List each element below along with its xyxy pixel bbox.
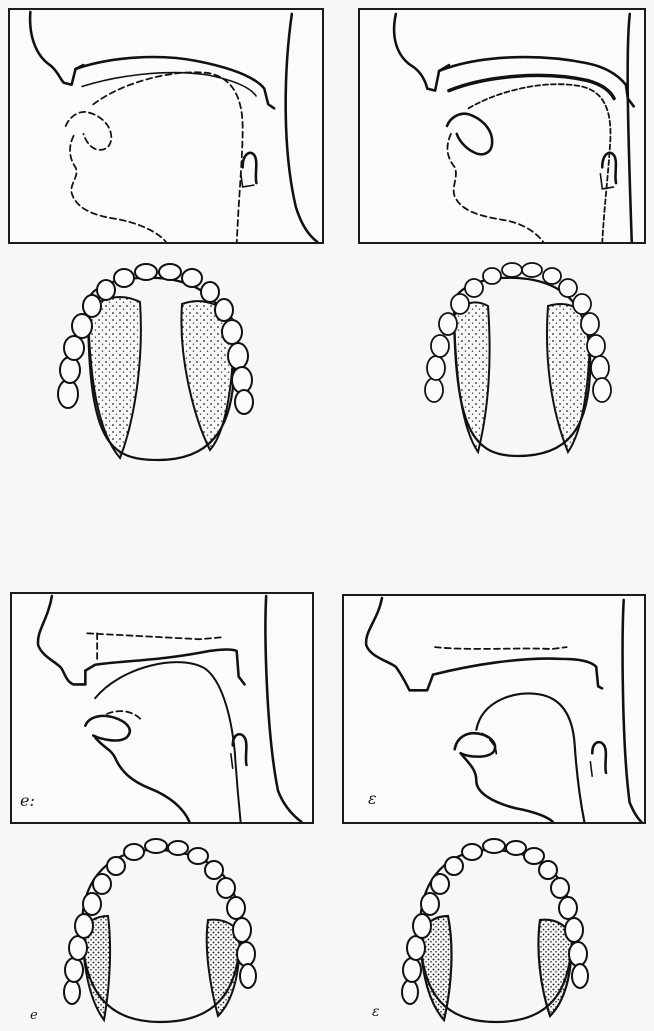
palate-diagram-top-left <box>48 262 260 468</box>
sagittal-diagram-top-right <box>358 8 646 244</box>
panel-label: ε <box>368 789 377 808</box>
palate-diagram-bottom-right <box>392 838 598 1026</box>
panel-label: e: <box>20 791 35 810</box>
palate-label: ε <box>372 1004 380 1020</box>
sagittal-diagram-bottom-left: e: <box>10 592 314 824</box>
sagittal-diagram-top-left <box>8 8 324 244</box>
palate-diagram-bottom-left <box>52 836 266 1026</box>
sagittal-diagram-bottom-right: ε <box>342 594 646 824</box>
palate-label: e <box>30 1008 38 1023</box>
palate-diagram-top-right <box>418 262 616 464</box>
